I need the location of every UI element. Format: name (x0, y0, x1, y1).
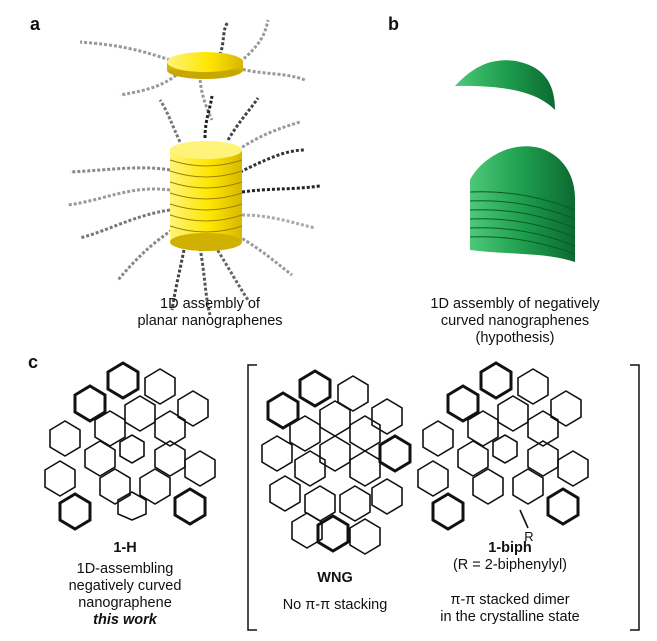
compound-1-biph-desc-1: π-π stacked dimer (450, 592, 570, 608)
compound-WNG-caption: WNG No π-π stacking (255, 570, 415, 614)
compound-1-H-desc-3: nanographene (78, 595, 172, 611)
compound-1-H-desc-2: negatively curved (68, 578, 182, 594)
stack-side-chains (67, 95, 321, 316)
panel-b-caption-line-2: curved nanographenes (440, 313, 590, 329)
planar-disc-stack (169, 141, 243, 251)
compound-1-biph-sublabel: (R = 2-biphenylyl) (452, 557, 568, 573)
single-curved-sheet (455, 60, 555, 110)
compound-WNG-label: WNG (317, 570, 353, 586)
curved-sheet-stack (469, 146, 576, 262)
compound-1-H-label: 1-H (113, 540, 137, 556)
panel-a-letter: a (30, 14, 41, 34)
substituent-R-label: R (524, 529, 534, 544)
panel-b-caption: 1D assembly of negatively curved nanogra… (405, 296, 625, 347)
panel-a-caption: 1D assembly of planar nanographenes (110, 296, 310, 330)
panel-c-letter: c (28, 352, 39, 372)
panel-a-caption-line-2: planar nanographenes (137, 313, 283, 329)
panel-a-caption-line-1: 1D assembly of (160, 296, 260, 312)
compound-1-biph-desc-2: in the crystalline state (440, 609, 580, 625)
panel-b-letter: b (388, 14, 399, 34)
compound-WNG-desc-1: No π-π stacking (282, 597, 388, 613)
compound-1-biph-label: 1-biph (488, 540, 532, 556)
compound-1-H-desc-1: 1D-assembling (76, 561, 174, 577)
panel-b-caption-line-3: (hypothesis) (475, 330, 555, 346)
compound-1-H-note: this work (93, 612, 157, 628)
panel-b-caption-line-1: 1D assembly of negatively (430, 296, 600, 312)
compound-1-H-caption: 1-H 1D-assembling negatively curved nano… (40, 540, 210, 629)
compound-1-biph-caption: 1-biph (R = 2-biphenylyl) π-π stacked di… (420, 540, 600, 626)
single-planar-disc (167, 52, 243, 79)
